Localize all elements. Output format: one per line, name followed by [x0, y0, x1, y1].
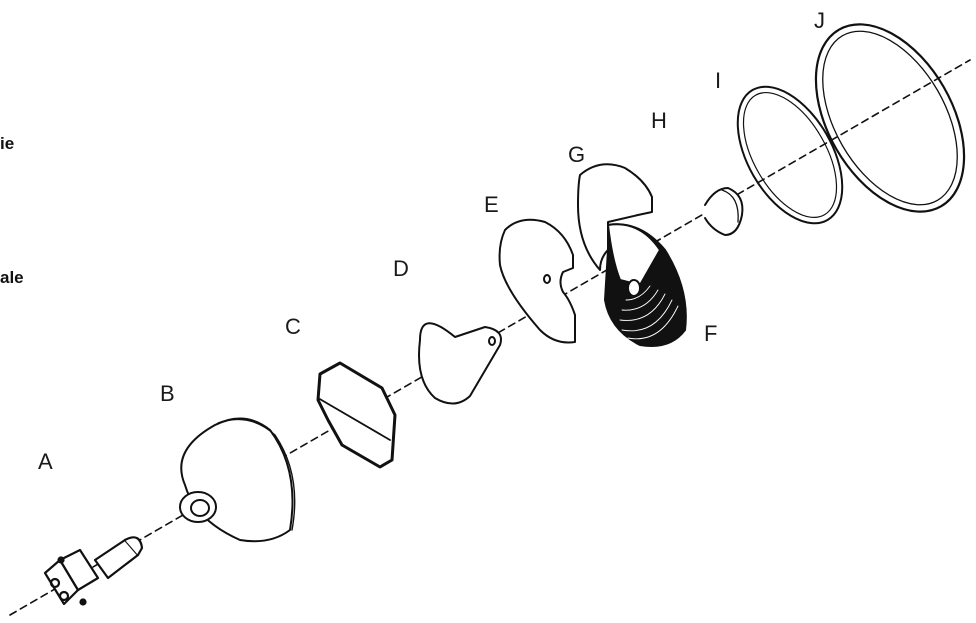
label-d: D [393, 256, 409, 281]
part-a-bulb [43, 536, 144, 606]
part-i-ring [736, 85, 844, 225]
part-f-lens [604, 223, 687, 347]
part-h-cap [704, 187, 744, 236]
part-j-ring [814, 23, 966, 213]
label-e: E [484, 192, 499, 217]
part-e-disc [498, 218, 576, 344]
label-h: H [651, 108, 667, 133]
part-d-cone [418, 322, 502, 405]
label-f: F [704, 321, 718, 346]
part-b-reflector [179, 417, 296, 543]
edge-text-1: ie [0, 134, 15, 153]
label-a: A [38, 449, 53, 474]
label-j: J [814, 8, 825, 33]
label-c: C [285, 314, 301, 339]
label-i: I [715, 68, 722, 93]
label-g: G [568, 142, 586, 167]
label-b: B [160, 381, 175, 406]
part-g-shield [577, 163, 653, 271]
edge-text-2: ale [0, 268, 24, 287]
part-c-plate [316, 361, 397, 469]
